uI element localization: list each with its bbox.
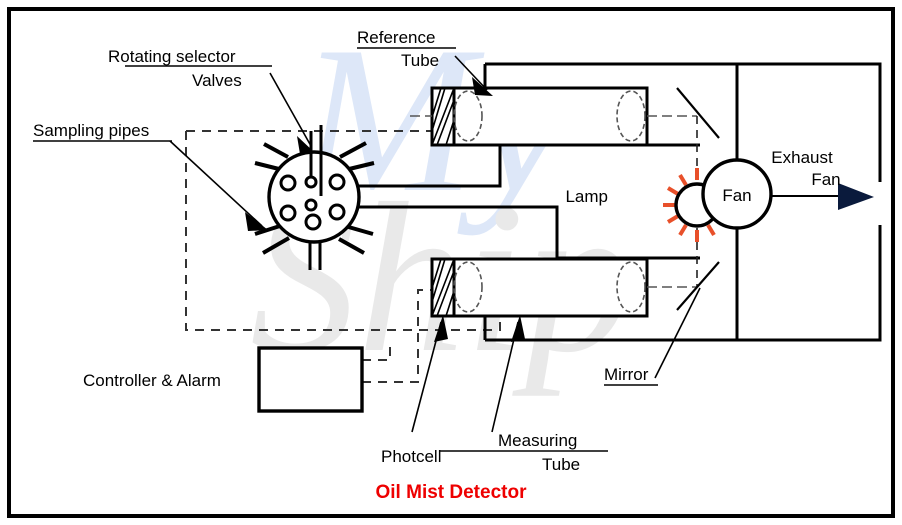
measuring-tube-right-ellipse — [616, 261, 646, 313]
label-exhaust-line2: Fan — [811, 170, 840, 189]
label-measuring-tube-line1: Measuring — [498, 431, 577, 450]
label-measuring-tube-line2: Tube — [542, 455, 580, 474]
reference-tube — [430, 86, 649, 147]
reference-photocell-hatch — [431, 87, 455, 146]
pipe-bottom-return — [485, 225, 882, 342]
reference-tube-body — [430, 86, 649, 147]
measuring-tube — [430, 257, 649, 318]
label-exhaust-line1: Exhaust — [771, 148, 833, 167]
diagram-frame — [7, 7, 895, 518]
label-sampling-pipes: Sampling pipes — [33, 121, 149, 140]
mirror-lower-icon — [676, 261, 720, 311]
label-rotating-selector: Rotating selector — [108, 47, 236, 66]
measuring-tube-body — [430, 257, 649, 318]
sampling-enclosure-dashed-left — [185, 131, 501, 331]
leader-rotating-selector — [269, 72, 312, 147]
valve-port-1 — [279, 174, 297, 192]
valve-sampling-pipes — [254, 141, 375, 255]
valve-port-3 — [279, 204, 297, 222]
pipe-top-return — [485, 62, 882, 182]
arrowhead-reference-tube — [472, 77, 493, 96]
label-reference-tube-line1: Reference — [357, 28, 435, 47]
label-reference-tube-line2: Tube — [401, 51, 439, 70]
reference-tube-left-ellipse — [453, 90, 483, 142]
fan-body — [701, 158, 773, 230]
arrowhead-photocell — [434, 315, 448, 342]
arrowhead-sampling-pipes — [245, 212, 268, 231]
valve-outlet-port-upper — [304, 175, 318, 189]
valve-port-5 — [304, 213, 322, 231]
leader-sampling-pipes — [169, 140, 263, 227]
label-valves: Valves — [192, 71, 242, 90]
label-photocell: Photcell — [381, 447, 441, 466]
control-line-measuring — [362, 289, 432, 383]
rotating-selector-valve — [254, 125, 375, 270]
control-line-reference — [362, 343, 391, 361]
fan-label: Fan — [722, 186, 751, 205]
arrowhead-measuring-tube — [511, 315, 525, 342]
leader-mirror — [654, 287, 701, 379]
arrowhead-rotating-selector — [297, 136, 314, 154]
valve-port-2 — [328, 173, 346, 191]
valve-port-4 — [328, 203, 346, 221]
leader-reference-tube — [454, 55, 488, 91]
label-lamp: Lamp — [565, 187, 608, 206]
reference-photocell-block — [430, 86, 456, 147]
measuring-tube-left-ellipse — [453, 261, 483, 313]
controller-alarm-box — [257, 346, 364, 413]
diagram-title: Oil Mist Detector — [376, 482, 528, 503]
fan-icon: Fan — [701, 158, 773, 230]
measuring-photocell-block — [430, 257, 456, 318]
measuring-photocell-hatch — [431, 258, 455, 317]
label-mirror: Mirror — [604, 365, 649, 384]
reference-tube-right-ellipse — [616, 90, 646, 142]
label-controller-alarm: Controller & Alarm — [83, 371, 221, 390]
exhaust-arrow-head — [838, 183, 874, 210]
valve-outlet-port-lower — [304, 198, 318, 212]
mirror-upper-icon — [676, 87, 720, 139]
